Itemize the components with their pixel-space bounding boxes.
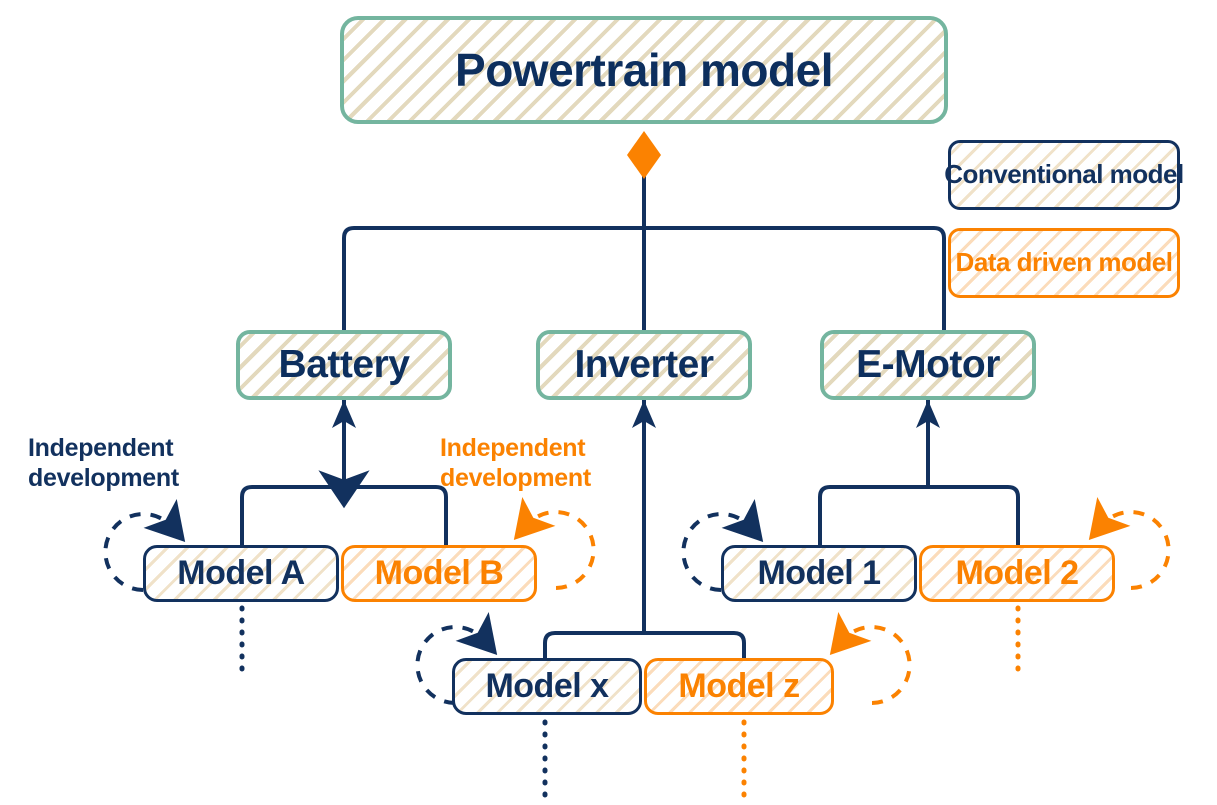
node-emotor[interactable]: E-Motor: [820, 330, 1036, 400]
annotation-independent-development-left: Independent development: [28, 434, 179, 492]
node-model-a[interactable]: Model A: [143, 545, 339, 602]
battery-aggregation-connector: [240, 400, 448, 545]
node-powertrain-model[interactable]: Powertrain model: [340, 16, 948, 124]
node-battery[interactable]: Battery: [236, 330, 452, 400]
node-model-1[interactable]: Model 1: [721, 545, 917, 602]
legend-data-driven-model[interactable]: Data driven model: [948, 228, 1180, 298]
node-inverter[interactable]: Inverter: [536, 330, 752, 400]
composition-diamond-icon: [627, 131, 661, 179]
emotor-aggregation-connector: [818, 400, 1020, 545]
independent-development-loop-z-icon: [829, 611, 912, 705]
annotation-independent-development-middle: Independent development: [440, 434, 591, 492]
node-model-x[interactable]: Model x: [452, 658, 642, 715]
battery-arrowhead-icon: [332, 400, 356, 487]
node-model-z[interactable]: Model z: [644, 658, 834, 715]
node-model-b[interactable]: Model B: [341, 545, 537, 602]
powertrain-trunk: [342, 170, 946, 330]
node-model-2[interactable]: Model 2: [919, 545, 1115, 602]
legend-conventional-model[interactable]: Conventional model: [944, 140, 1184, 210]
